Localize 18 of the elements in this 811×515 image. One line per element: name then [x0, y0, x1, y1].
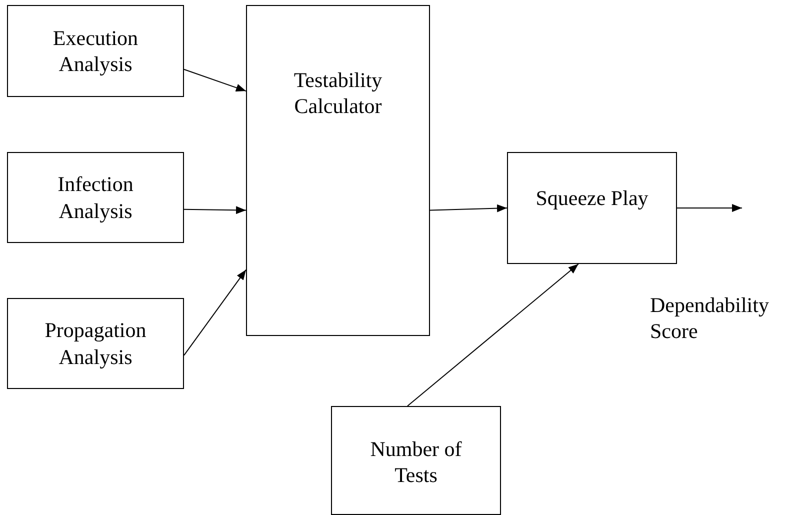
- arrow: [407, 264, 579, 406]
- box-label: Squeeze Play: [536, 185, 648, 212]
- arrow: [184, 206, 246, 214]
- box-label: Execution Analysis: [52, 24, 140, 78]
- process-box: [331, 406, 501, 515]
- arrow: [184, 269, 246, 356]
- process-box: [7, 152, 184, 243]
- arrow: [676, 204, 742, 212]
- box-label: Testability Calculator: [292, 67, 384, 120]
- process-box: [7, 298, 184, 389]
- box-label: Infection Analysis: [56, 171, 134, 224]
- box-label: Propagation Analysis: [44, 317, 148, 370]
- box-label: Number of Tests: [369, 436, 463, 488]
- arrow: [184, 68, 246, 92]
- process-box: [507, 152, 677, 264]
- process-box: [7, 5, 184, 97]
- arrow: [430, 204, 508, 212]
- process-box: [246, 5, 430, 336]
